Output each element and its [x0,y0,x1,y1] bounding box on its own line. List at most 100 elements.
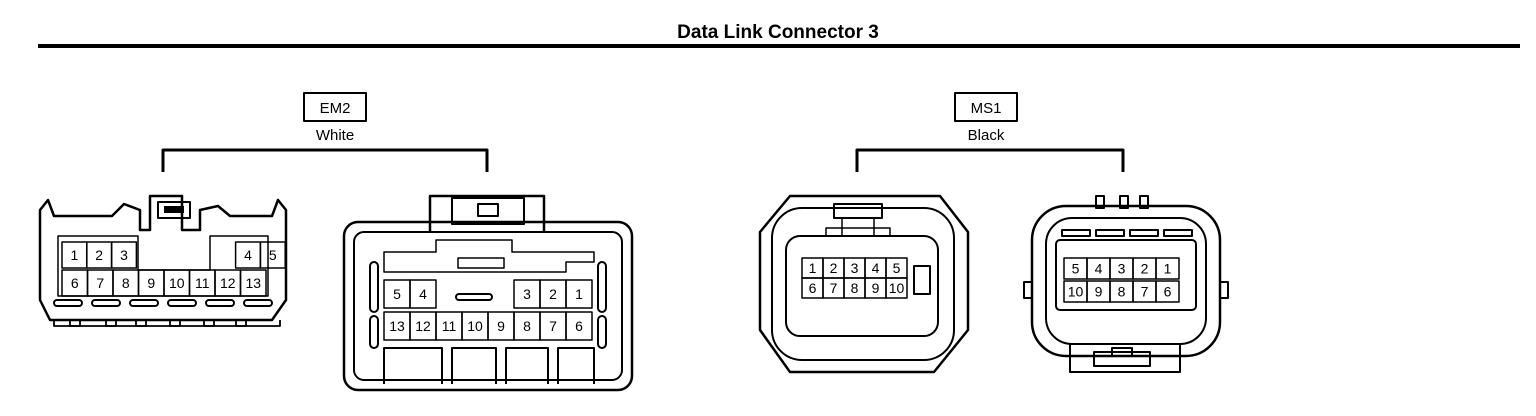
em2-v2-right-key [597,261,607,313]
pin-number: 3 [120,247,128,263]
ms1-v1-latch [833,203,883,219]
pin-cell [110,241,138,269]
pin-number: 5 [393,286,401,302]
em2-v2-bottom-pockets [383,347,595,384]
pin-number: 12 [220,275,236,291]
pin-cell [259,241,286,269]
em2-v2-outer-shell [342,220,634,392]
ms1-label-group: MS1 Black [855,92,1125,172]
ms1-v1-key [913,265,931,295]
pin-number: 10 [467,318,483,334]
ms1-v2-top-slots [1061,229,1193,237]
pin-number: 1 [71,247,79,263]
pin-number: 3 [523,286,531,302]
em2-v2-latch [451,197,525,225]
pin-number: 8 [122,275,130,291]
pin-number: 6 [1164,284,1172,300]
em2-v1-cavity [57,235,269,297]
em2-v2-latch-tab [477,203,499,217]
ms1-v1-latch-stem [841,218,875,236]
em2-v2-right-key-lower [597,315,607,349]
em2-v2-gap-bar [455,293,493,301]
pin-number: 9 [497,318,505,334]
ms1-bracket [855,148,1125,172]
pin-number: 8 [523,318,531,334]
pin-cell [239,269,267,297]
pin-number: 13 [245,275,261,291]
ms1-v1-inner-shell [785,235,939,337]
ms1-v2-cavity [1055,239,1197,311]
pin-number: 12 [415,318,431,334]
pin-number: 11 [442,318,457,334]
pin-cell [409,279,437,309]
pin-number: 6 [809,280,817,296]
em2-v1-housing [38,194,288,322]
pin-number: 7 [1141,284,1149,300]
em2-v2-inner-shell [353,231,623,381]
ms1-id-box [954,92,1018,122]
pin-number: 1 [1164,261,1172,277]
em2-bracket [161,148,489,172]
ms1-v2-bottom-latch [1093,351,1151,367]
em2-v1-latch [157,201,191,219]
pin-number: 1 [809,260,817,276]
em2-v2-left-key [369,261,379,313]
pin-number: 2 [1141,261,1149,277]
pin-cell [565,311,593,341]
pin-number: 2 [549,286,557,302]
pin-number: 6 [575,318,583,334]
em2-id-box [303,92,367,122]
pin-number: 11 [195,275,210,291]
em2-v2-pin-grid: 5 4 3 2 1 13 12 11 10 9 8 7 6 [383,279,593,341]
em2-v1-base-feet [53,319,281,327]
pin-number: 7 [96,275,104,291]
pin-number: 2 [830,260,838,276]
pin-number: 4 [1095,261,1103,277]
pin-number: 10 [169,275,185,291]
pin-number: 4 [244,247,252,263]
pin-number: 5 [1072,261,1080,277]
ms1-v2-bottom-stem [1069,344,1181,373]
pin-number: 9 [872,280,880,296]
ms1-v1-outer-shell [758,194,970,374]
em2-label-group: EM2 White [161,92,489,172]
pin-number: 13 [389,318,405,334]
pin-cell [1155,257,1180,280]
pin-number: 10 [889,280,905,296]
em2-v2-latch-frame [428,194,546,232]
pin-number: 1 [575,286,583,302]
em2-v2-inner-frame [383,239,595,273]
pin-cell [565,279,593,309]
pin-cell [1155,280,1180,303]
em2-v2-center-slot [457,257,505,269]
pin-number: 8 [851,280,859,296]
pin-number: 2 [95,247,103,263]
pin-number: 9 [1095,284,1103,300]
ms1-v2-top-tabs [1095,195,1149,209]
em2-connector-view-2: 5 4 3 2 1 13 12 11 10 9 8 7 6 [342,194,634,392]
ms1-v1-top-lip [825,227,891,236]
em2-v1-latch-tab [164,206,184,213]
ms1-v2-left-ear [1023,281,1032,299]
pin-number: 7 [830,280,838,296]
ms1-id-label: MS1 [971,100,1002,117]
em2-v1-bottom-slots [53,299,273,307]
ms1-color-label: Black [968,127,1005,144]
ms1-v2-right-ear [1220,281,1229,299]
diagram-title: Data Link Connector 3 [677,22,879,43]
pin-cell [885,277,908,299]
ms1-v1-mid-shell [771,207,955,361]
pin-number: 5 [269,247,277,263]
pin-number: 10 [1068,284,1084,300]
em2-id-label: EM2 [320,100,351,117]
ms1-v2-bottom-latch-tab [1111,347,1133,357]
pin-number: 7 [549,318,557,334]
em2-v2-left-key-lower [369,315,379,349]
pin-number: 4 [419,286,427,302]
